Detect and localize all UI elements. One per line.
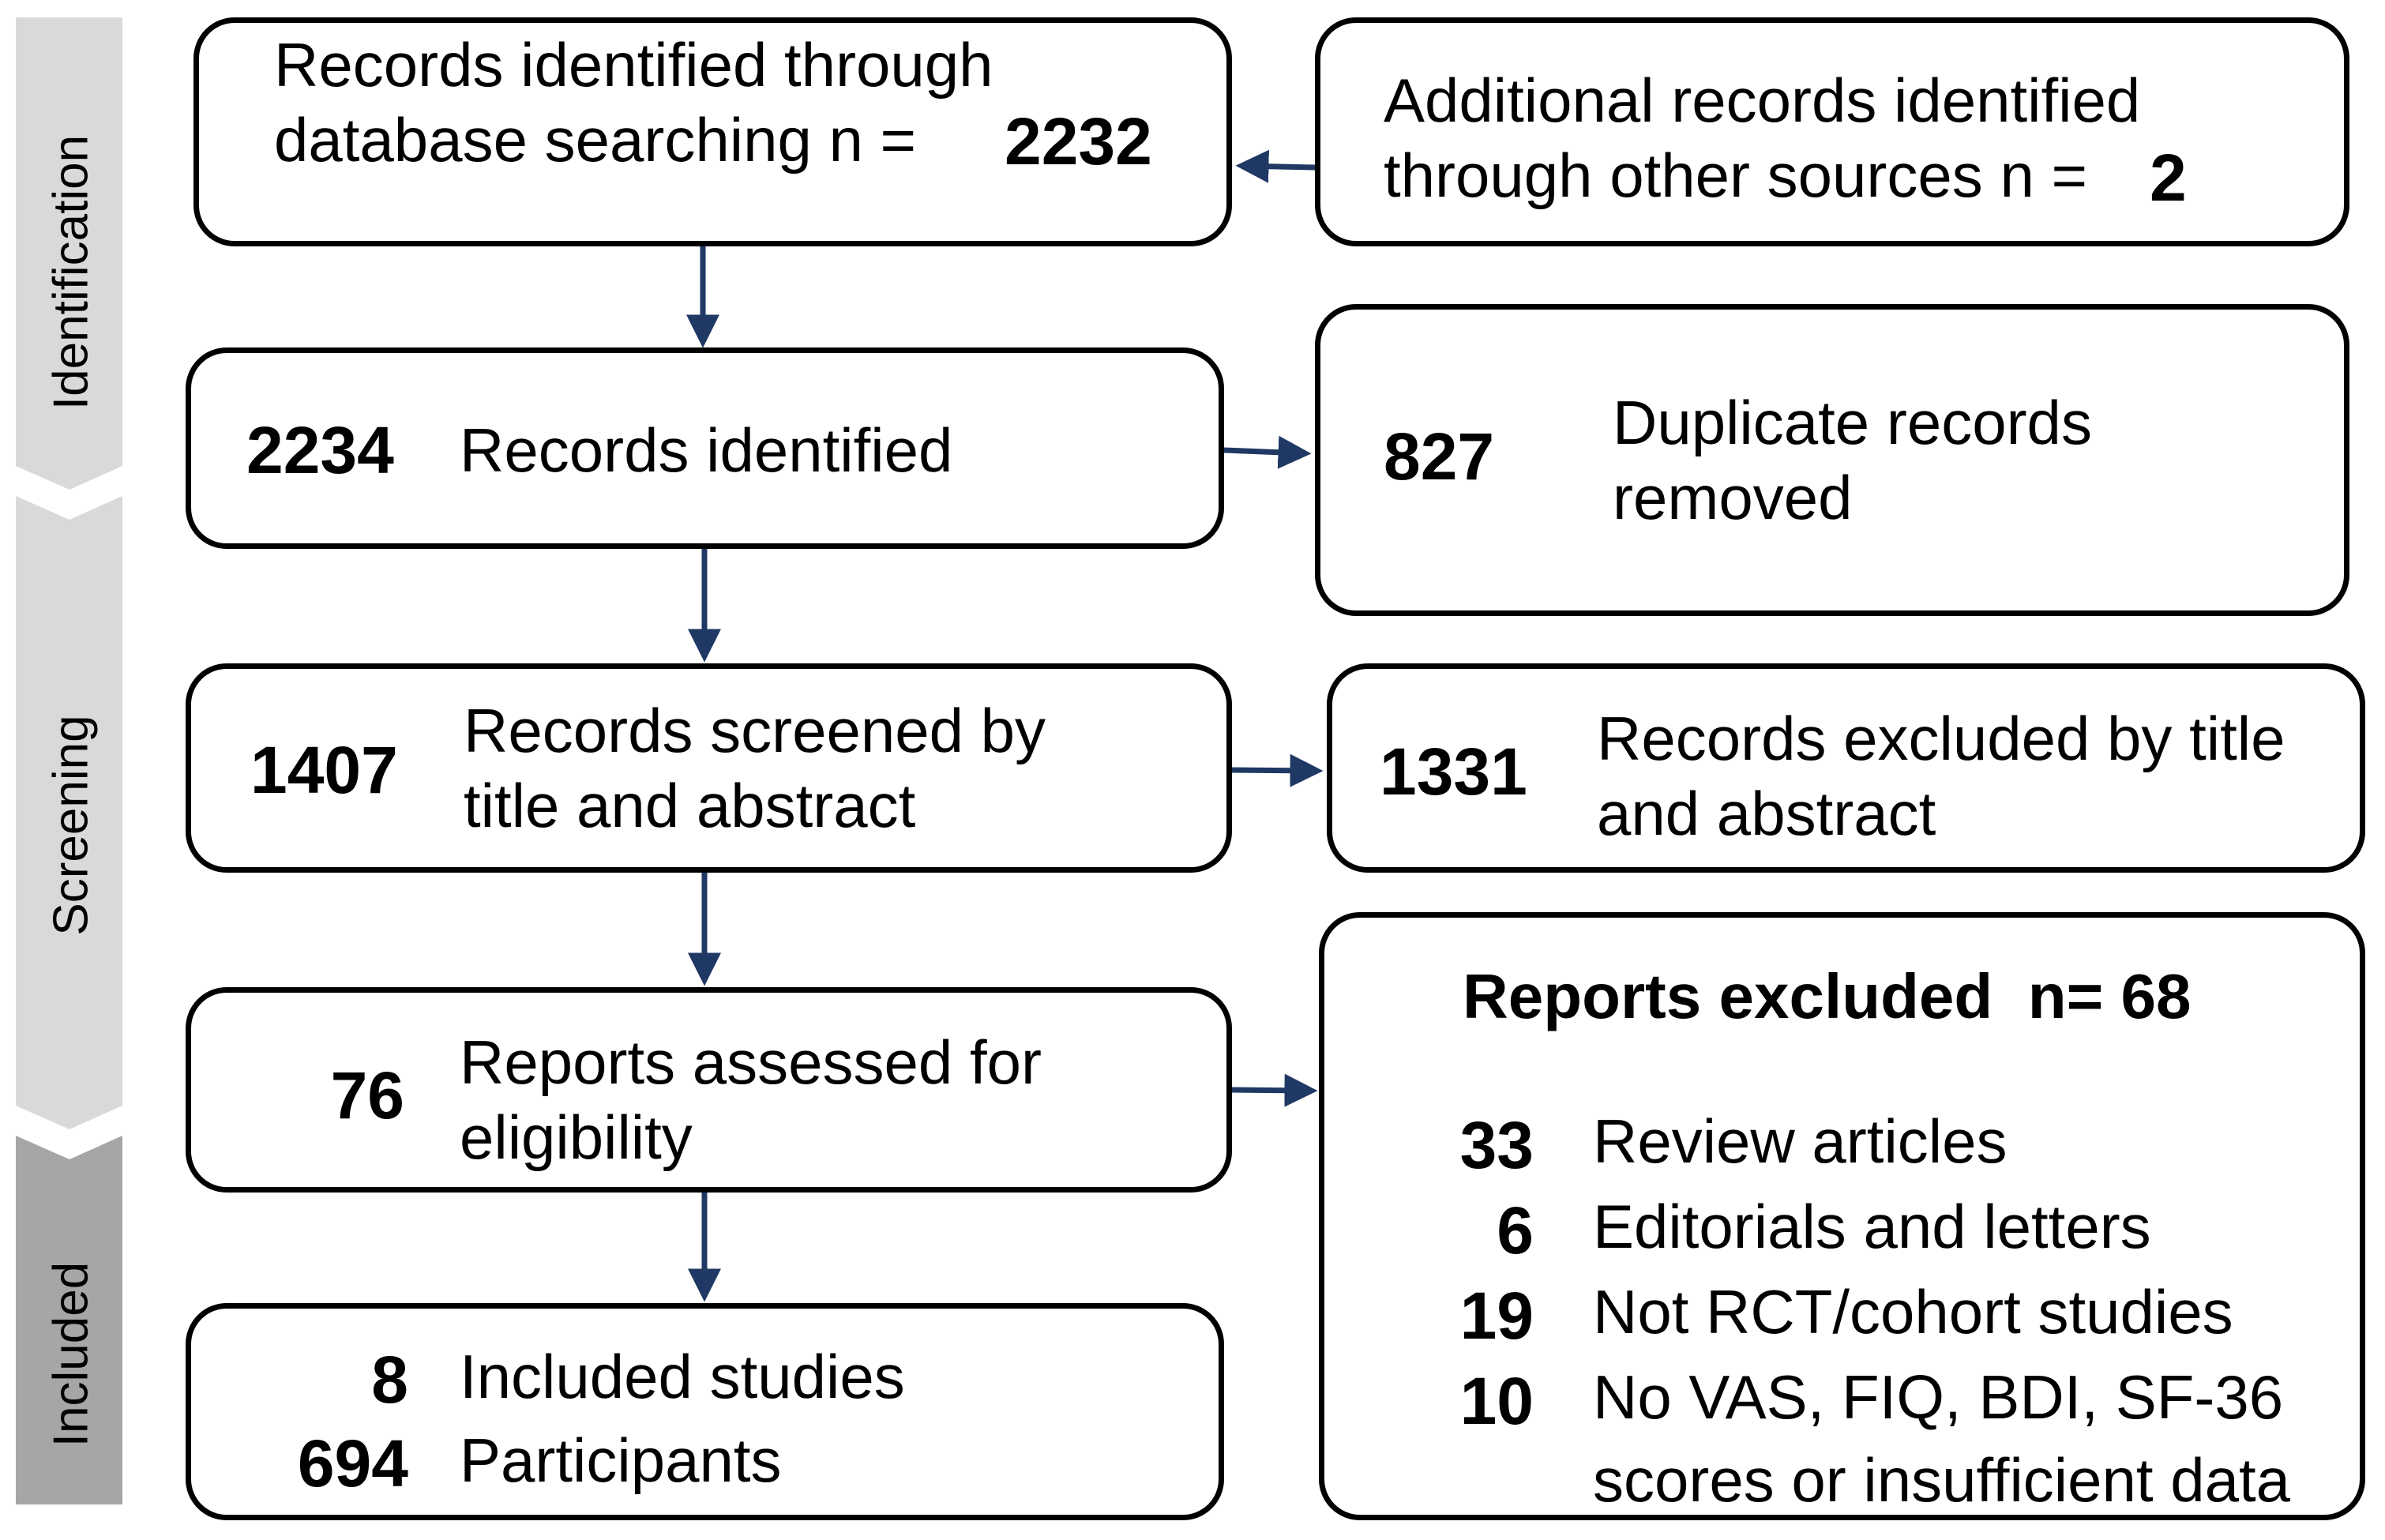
phase-bar-identification (16, 17, 122, 490)
reason-count: 33 (1459, 1108, 1534, 1182)
other-line2: through other sources n = (1384, 141, 2088, 210)
database-line1: Records identified through (274, 30, 993, 100)
arrow-screened-to-excluded-title (1231, 753, 1324, 787)
assessed-line1: Reports assessed for (460, 1027, 1042, 1097)
other-line1: Additional records identified (1384, 66, 2141, 135)
reason-label: No VAS, FIQ, BDI, SF-36 (1593, 1362, 2284, 1432)
box-database-searching: Records identified through database sear… (193, 17, 1232, 246)
identified-count: 2234 (246, 413, 394, 487)
arrow-other-to-database (1235, 149, 1316, 183)
screened-line1: Records screened by (464, 696, 1046, 765)
screened-line2: title and abstract (464, 771, 916, 840)
duplicates-count: 827 (1384, 419, 1495, 494)
reason-label: Not RCT/cohort studies (1593, 1277, 2233, 1347)
box-records-screened: 1407 Records screened by title and abstr… (186, 663, 1232, 873)
participants-count: 694 (297, 1426, 408, 1501)
reason-count: 6 (1497, 1193, 1534, 1268)
duplicates-line2: removed (1613, 463, 1853, 532)
arrow-assessed-to-reports-excluded (1231, 1073, 1318, 1107)
box-reports-excluded: Reports excluded n= 68 33 Review article… (1319, 912, 2365, 1520)
reports-excluded-title: Reports excluded n= 68 (1463, 961, 2192, 1031)
other-count: 2 (2150, 141, 2187, 215)
assessed-count: 76 (330, 1058, 404, 1132)
phase-bar-included (16, 1136, 122, 1504)
reason-label: Editorials and letters (1593, 1192, 2151, 1261)
screened-count: 1407 (250, 733, 398, 807)
box-other-sources: Additional records identified through ot… (1315, 17, 2349, 246)
box-reports-assessed: 76 Reports assessed for eligibility (186, 987, 1232, 1193)
database-line2: database searching n = (274, 105, 917, 175)
assessed-line2: eligibility (460, 1102, 693, 1172)
included-studies-label: Included studies (460, 1342, 905, 1411)
box-records-identified: 2234 Records identified (186, 347, 1224, 549)
excluded-title-line2: and abstract (1597, 779, 1936, 848)
excluded-title-count: 1331 (1380, 734, 1527, 809)
reason-label: Review articles (1593, 1106, 2008, 1176)
identified-label: Records identified (460, 415, 953, 485)
box-excluded-title-abstract: 1331 Records excluded by title and abstr… (1327, 663, 2365, 873)
reason-count: 19 (1459, 1279, 1534, 1353)
box-included: 8 Included studies 694 Participants (186, 1303, 1224, 1520)
duplicates-line1: Duplicate records (1613, 388, 2092, 457)
phase-bar-screening (16, 496, 122, 1129)
reason-count: 10 (1459, 1364, 1534, 1438)
reason-label-continuation: scores or insufficient data (1593, 1445, 2291, 1515)
participants-label: Participants (460, 1425, 782, 1495)
excluded-title-line1: Records excluded by title (1597, 704, 2285, 773)
included-studies-count: 8 (371, 1343, 408, 1417)
database-count: 2232 (1005, 104, 1152, 178)
box-duplicates-removed: 827 Duplicate records removed (1315, 304, 2349, 616)
arrow-identified-to-duplicates (1223, 435, 1312, 469)
